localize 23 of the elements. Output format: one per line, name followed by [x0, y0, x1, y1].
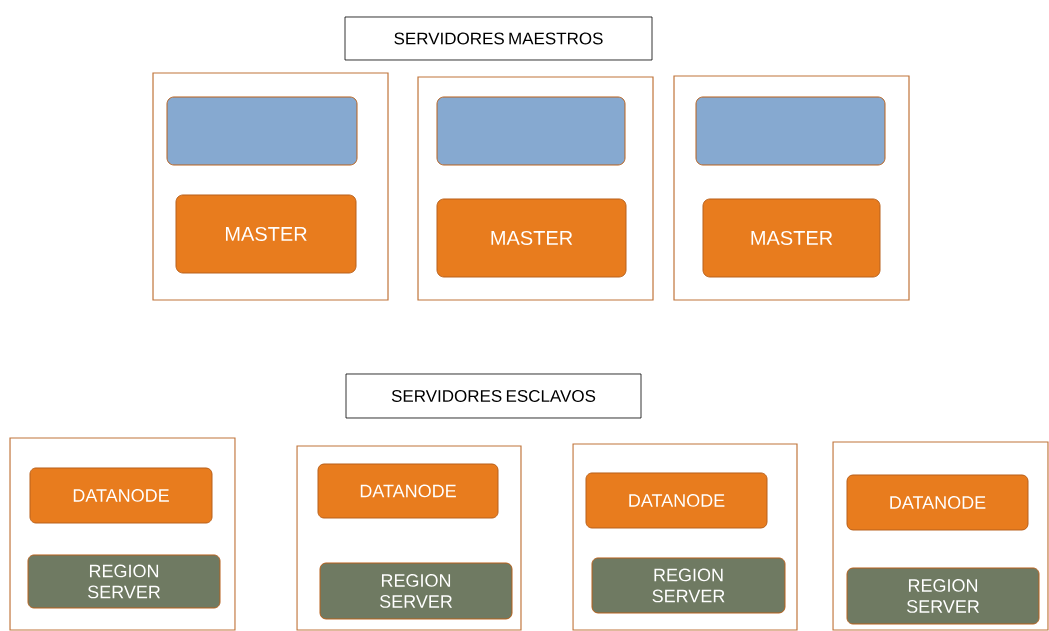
component-box: DATANODE — [846, 474, 1029, 531]
server-box — [152, 72, 389, 301]
component-box: DATANODE — [29, 467, 213, 524]
title-box: SERVIDORES ESCLAVOS — [345, 373, 642, 419]
component-box — [166, 96, 358, 166]
component-box: REGION SERVER — [319, 562, 513, 620]
component-box: REGION SERVER — [591, 557, 786, 614]
server-box — [417, 76, 654, 301]
server-box — [572, 443, 798, 631]
component-box: DATANODE — [317, 463, 499, 519]
component-box — [695, 96, 886, 166]
title-box: SERVIDORES MAESTROS — [344, 16, 653, 61]
component-box: REGION SERVER — [846, 567, 1040, 625]
component-box — [436, 96, 626, 166]
server-box — [296, 445, 522, 631]
component-box: MASTER — [702, 198, 881, 278]
component-box: REGION SERVER — [27, 554, 221, 609]
component-box: DATANODE — [585, 472, 768, 529]
server-box — [9, 437, 236, 631]
server-box — [832, 441, 1049, 631]
component-box: MASTER — [436, 198, 627, 278]
component-box: MASTER — [175, 194, 357, 274]
server-box — [673, 75, 910, 301]
